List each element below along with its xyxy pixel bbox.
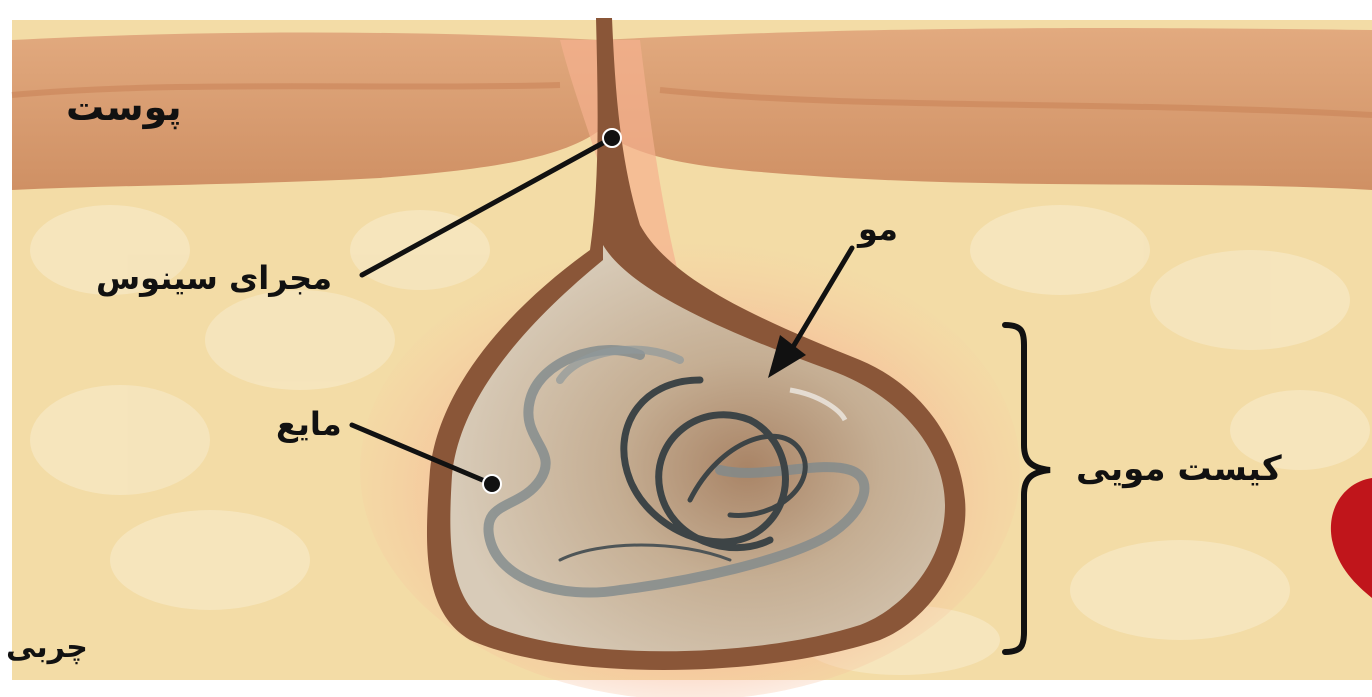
label-fluid: مایع [276, 408, 342, 440]
label-fat: چربی [6, 633, 88, 663]
label-skin: پوست [66, 88, 182, 126]
label-pilonidal-cyst: کیست مویی [1076, 452, 1282, 486]
fluid-leader-dot [483, 475, 501, 493]
label-sinus-tract: مجرای سینوس [96, 262, 332, 294]
sinus-leader-dot [603, 129, 621, 147]
label-hair: مو [858, 213, 898, 245]
